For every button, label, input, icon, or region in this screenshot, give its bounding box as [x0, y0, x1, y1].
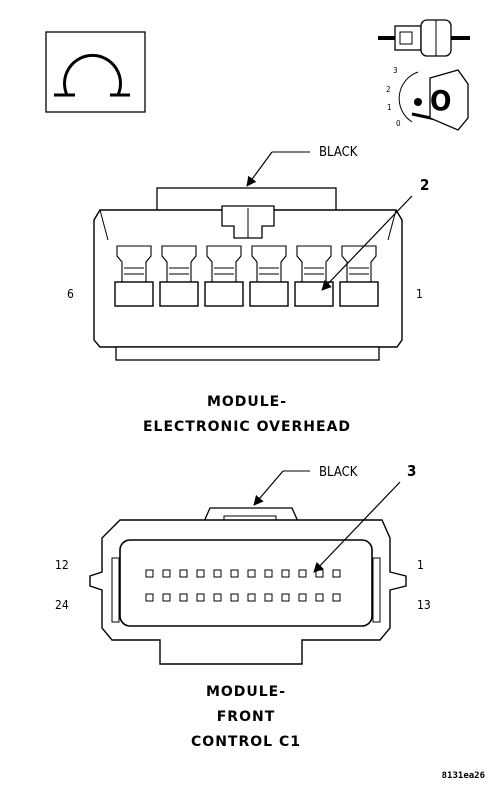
- title-front: FRONT: [217, 709, 276, 725]
- title-module-line1-bottom: MODULE-: [206, 684, 286, 700]
- pin-cavity: [247, 569, 256, 578]
- cavity: [294, 245, 334, 307]
- lock-tab-icon: 3 2 1 0 O: [386, 66, 469, 131]
- scale-tick-1: 1: [387, 103, 392, 112]
- cavity: [339, 245, 379, 307]
- callout-number-2: 2: [420, 176, 429, 194]
- pin-label-6: 6: [67, 287, 74, 301]
- pin-cavity: [196, 593, 205, 602]
- connector-terminal-end-icon: [378, 19, 470, 57]
- pin-cavity: [213, 593, 222, 602]
- pin-label-24: 24: [55, 598, 69, 612]
- pin-cavity: [179, 569, 188, 578]
- figure-code: 8131ea26: [442, 771, 485, 781]
- pin-cavity: [247, 593, 256, 602]
- scale-tick-2: 2: [386, 85, 391, 94]
- scale-tick-0: 0: [396, 119, 401, 128]
- pin-cavity: [281, 569, 290, 578]
- pin-cavity: [264, 593, 273, 602]
- color-label-black-top: BLACK: [319, 145, 358, 160]
- pin-cavity: [230, 593, 239, 602]
- lock-letter: O: [430, 84, 451, 117]
- pin-cavity: [264, 569, 273, 578]
- title-electronic-overhead: ELECTRONIC OVERHEAD: [143, 419, 351, 435]
- title-module-line1-top: MODULE-: [207, 394, 287, 410]
- connector-electronic-overhead: BLACK: [67, 145, 429, 361]
- pin-cavity: [162, 569, 171, 578]
- rotate-arrow-icon: [45, 31, 146, 113]
- callout-number-3: 3: [407, 462, 416, 480]
- pin-cavity: [162, 593, 171, 602]
- pin-cavity: [145, 569, 154, 578]
- pin-cavity: [298, 593, 307, 602]
- pin-cavity: [315, 593, 324, 602]
- pin-cavity: [213, 569, 222, 578]
- cavity: [114, 245, 154, 307]
- cavity: [159, 245, 199, 307]
- connector-front-control-c1: BLACK: [55, 462, 431, 665]
- pin-cavity: [196, 569, 205, 578]
- pin-cavity: [179, 593, 188, 602]
- title-control-c1: CONTROL C1: [191, 734, 301, 750]
- pin-cavity: [332, 593, 341, 602]
- cavity: [249, 245, 289, 307]
- pin-cavity: [315, 569, 324, 578]
- pin-label-13: 13: [417, 598, 431, 612]
- pin-cavity: [145, 593, 154, 602]
- cavity-row-top: [114, 245, 379, 307]
- scale-tick-3: 3: [393, 66, 398, 75]
- pin-cavity: [230, 569, 239, 578]
- pin-cavity: [298, 569, 307, 578]
- pin-grid: [145, 569, 341, 602]
- pin-cavity: [332, 569, 341, 578]
- cavity: [204, 245, 244, 307]
- pin-label-1-bottom: 1: [417, 558, 424, 572]
- pin-label-1-top: 1: [416, 287, 423, 301]
- color-label-black-bottom: BLACK: [319, 465, 358, 480]
- pin-label-12: 12: [55, 558, 69, 572]
- pin-cavity: [281, 593, 290, 602]
